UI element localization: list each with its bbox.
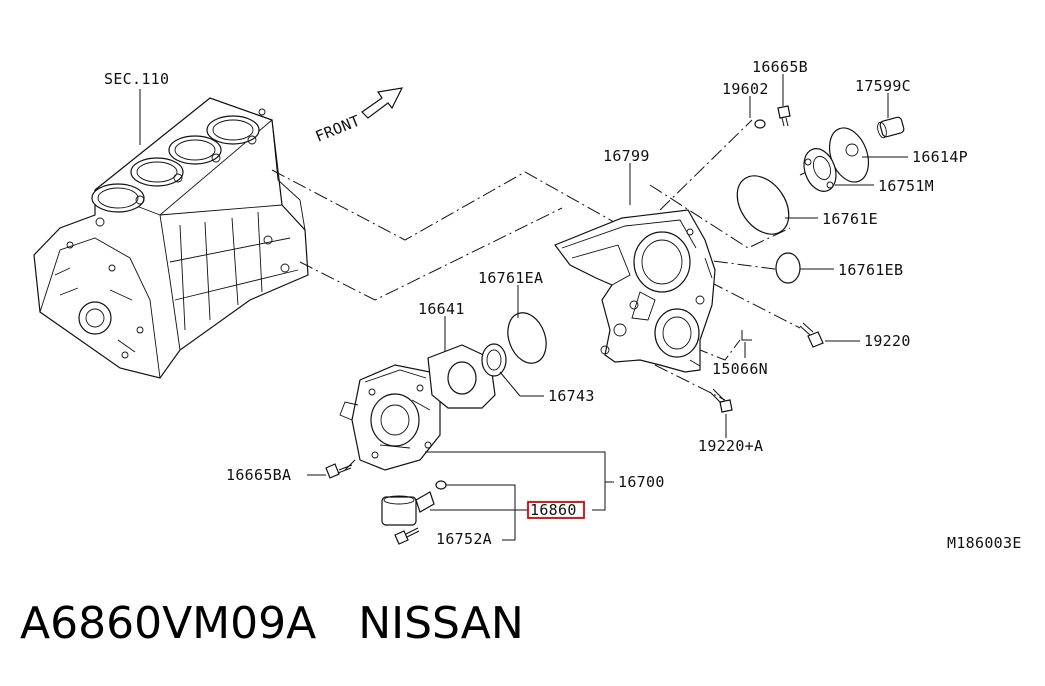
bolt-16752a-illustration (394, 527, 420, 545)
plate-16614p-illustration (828, 127, 870, 183)
label-16799: 16799 (603, 147, 650, 165)
label-front: FRONT (313, 112, 363, 146)
label-15066n: 15066N (712, 360, 768, 378)
front-arrow-icon (361, 87, 404, 119)
bolt-19220a-illustration (709, 388, 733, 413)
diagram-reference-code: M186003E (947, 534, 1022, 552)
label-16614p: 16614P (912, 148, 968, 166)
plate-16641-illustration (427, 344, 496, 409)
label-19602: 19602 (722, 80, 769, 98)
label-16761ea: 16761EA (478, 269, 543, 287)
label-16700: 16700 (618, 473, 665, 491)
engine-block-illustration (33, 97, 309, 379)
gasket-16761e-illustration (736, 175, 790, 235)
label-16665b: 16665B (752, 58, 808, 76)
highlight-box-16860 (527, 501, 585, 519)
seal-16743-illustration (481, 343, 507, 377)
label-16743: 16743 (548, 387, 595, 405)
gasket-16761eb-illustration (775, 252, 801, 284)
footer-caption: A6860VM09A NISSAN (20, 598, 524, 649)
brand-name: NISSAN (358, 598, 524, 649)
part-number: A6860VM09A (20, 598, 317, 649)
label-16641: 16641 (418, 300, 465, 318)
label-16761eb: 16761EB (838, 261, 903, 279)
label-16751m: 16751M (878, 177, 934, 195)
front-cover-illustration (554, 209, 716, 373)
label-16665ba: 16665BA (226, 466, 291, 484)
solenoid-16860-illustration (381, 480, 447, 526)
label-17599c: 17599C (855, 77, 911, 95)
o-ring-16761ea-illustration (507, 312, 547, 364)
bolt-16665b-illustration (777, 105, 791, 127)
leader-lines (307, 74, 908, 541)
washer-19602-illustration (754, 119, 766, 129)
housing-16751m-illustration (803, 148, 837, 192)
stud-15066n-illustration (741, 330, 752, 341)
label-16752a: 16752A (436, 530, 492, 548)
label-sec-110: SEC.110 (104, 70, 169, 88)
label-16860[interactable]: 16860 (530, 501, 577, 519)
label-19220: 19220 (864, 332, 911, 350)
bushing-17599c-illustration (877, 116, 905, 139)
label-19220-a: 19220+A (698, 437, 763, 455)
bolt-16665ba-illustration (325, 463, 353, 479)
bolt-19220-illustration (799, 322, 824, 348)
label-16761e: 16761E (822, 210, 878, 228)
oil-pump-16700-illustration (339, 364, 441, 471)
